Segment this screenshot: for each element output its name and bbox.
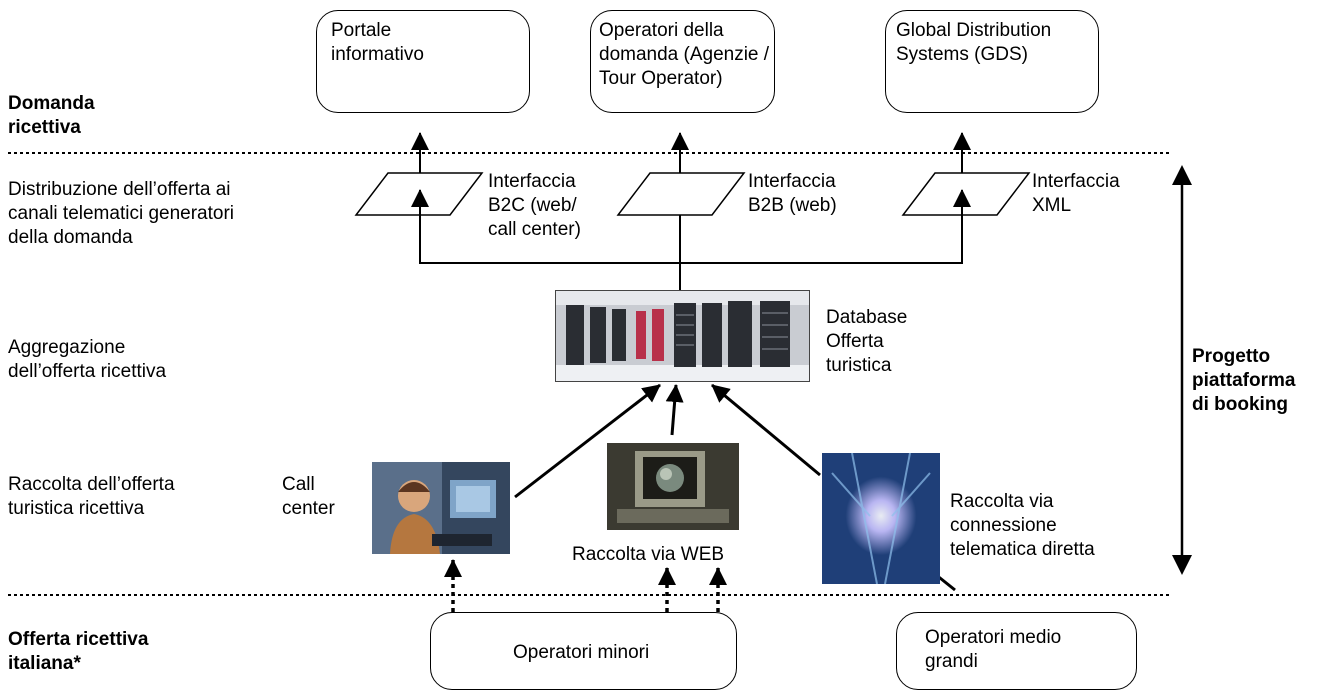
demand-box-portale: Portale informativo xyxy=(316,10,530,113)
level-raccolta-label: Raccolta dell’offerta turistica ricettiv… xyxy=(8,474,175,519)
demand-box-gds-label: Global Distribution Systems (GDS) xyxy=(896,20,1052,65)
call-center-label: Call center xyxy=(282,474,335,519)
direct-connection-label: Raccolta via connessione telematica dire… xyxy=(950,491,1095,560)
computer-globe-icon xyxy=(607,443,739,530)
interface-b2c-label: Interfaccia B2C (web/ call center) xyxy=(488,171,581,240)
demand-box-operatori: Operatori della domanda (Agenzie / Tour … xyxy=(590,10,775,113)
bus-line xyxy=(419,190,963,264)
interface-b2b-label: Interfaccia B2B (web) xyxy=(748,171,837,216)
level-aggregazione-label: Aggregazione dell’offerta ricettiva xyxy=(8,337,167,382)
arrow-web-to-db xyxy=(665,384,684,436)
call-center-operator-icon xyxy=(372,462,510,554)
demand-box-portale-label: Portale informativo xyxy=(331,20,424,65)
arrow-callcenter-to-db xyxy=(514,383,661,499)
network-connection-icon xyxy=(822,453,940,584)
web-collection-label: Raccolta via WEB xyxy=(572,544,725,565)
server-room-icon xyxy=(556,291,809,381)
arrow-direct-to-db xyxy=(711,383,821,477)
direct-connection-image xyxy=(822,453,940,584)
call-center-image xyxy=(372,462,510,554)
demand-box-gds: Global Distribution Systems (GDS) xyxy=(885,10,1099,113)
supply-box-minori: Operatori minori xyxy=(430,612,737,690)
demand-box-operatori-label: Operatori della domanda (Agenzie / Tour … xyxy=(599,20,770,89)
project-scope-arrow-bottom xyxy=(1172,555,1192,575)
project-scope-arrow-top xyxy=(1172,165,1192,185)
supply-box-medio-grandi-label: Operatori medio grandi xyxy=(925,627,1062,672)
interface-xml-label: Interfaccia XML xyxy=(1032,171,1120,216)
supply-box-minori-label: Operatori minori xyxy=(513,642,650,663)
level-distribuzione-label: Distribuzione dell’offerta ai canali tel… xyxy=(8,179,235,248)
level-domanda-label: Domanda ricettiva xyxy=(8,93,95,138)
database-server-image xyxy=(555,290,810,382)
level-offerta-label: Offerta ricettiva italiana* xyxy=(8,629,149,674)
database-label: Database Offerta turistica xyxy=(826,307,908,376)
web-collection-image xyxy=(607,443,739,530)
interface-b2b-shape xyxy=(616,172,746,216)
supply-box-medio-grandi: Operatori medio grandi xyxy=(896,612,1137,690)
project-label: Progetto piattaforma di booking xyxy=(1192,346,1296,415)
interface-xml-shape xyxy=(901,172,1031,216)
